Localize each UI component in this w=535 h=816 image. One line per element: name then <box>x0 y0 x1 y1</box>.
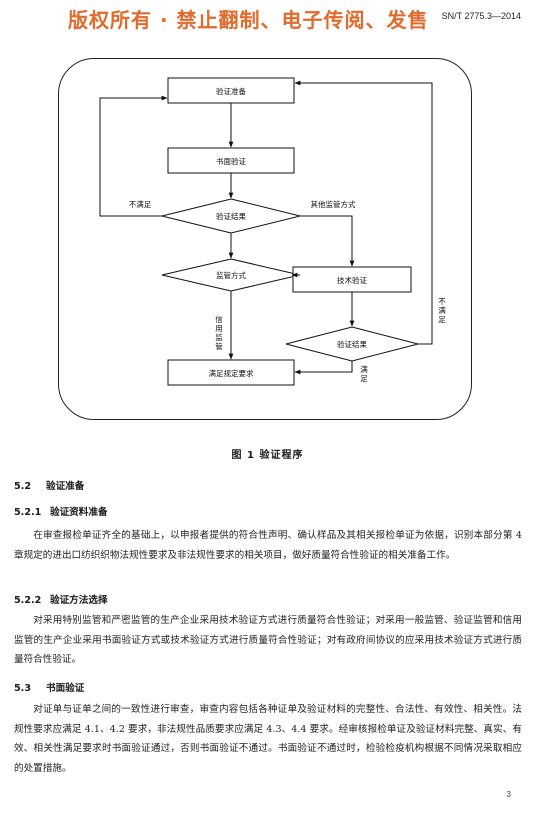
section-5-2-1-heading: 5.2.1 验证资料准备 <box>14 504 108 518</box>
node-result1-label: 验证结果 <box>216 211 246 221</box>
document-number: SN/T 2775.3—2014 <box>441 11 521 21</box>
section-5-2-2-paragraph: 对采用特别监管和严密监管的生产企业采用技术验证方式进行质量符合性验证；对采用一般… <box>14 615 522 665</box>
node-verification-prep-label: 验证准备 <box>216 86 246 96</box>
node-verification-prep-box <box>167 77 295 104</box>
node-meet-requirements-box <box>167 359 295 386</box>
figure-frame <box>58 58 472 420</box>
section-number: 5.2 <box>14 481 31 492</box>
node-supervision-label: 监管方式 <box>216 270 246 280</box>
section-5-2-1-paragraph: 在审查报检单证齐全的基础上，以申报者提供的符合性声明、确认样品及其相关报检单证为… <box>14 530 522 561</box>
section-5-2-heading: 5.2 验证准备 <box>14 478 84 492</box>
node-technical-check-label: 技术验证 <box>337 275 367 285</box>
edge-label-credit-supervision: 信用监管 <box>215 314 223 351</box>
edge-label-not-satisfied-left: 不满足 <box>129 199 152 209</box>
section-5-3-heading: 5.3 书面验证 <box>14 680 84 694</box>
edge-label-not-satisfied-right: 不满足 <box>438 297 446 324</box>
section-title: 书面验证 <box>46 683 85 694</box>
node-document-check-label: 书面验证 <box>216 156 246 166</box>
section-title: 验证资料准备 <box>50 507 108 518</box>
section-number: 5.2.2 <box>14 595 42 606</box>
edge-label-satisfied: 满足 <box>360 364 368 383</box>
section-5-2-2-heading: 5.2.2 验证方法选择 <box>14 592 108 606</box>
edge-result1-not-satisfied <box>99 95 168 217</box>
section-title: 验证准备 <box>46 481 85 492</box>
section-number: 5.3 <box>14 683 31 694</box>
edge-label-other-supervision: 其他监管方式 <box>311 199 356 209</box>
copyright-watermark: 版权所有 · 禁止翻制、电子传阅、发售 <box>68 8 429 32</box>
verification-flowchart: 验证准备 书面验证 验证结果 监管方式 技术验证 验证结果 满足规定要求 不满足… <box>99 77 446 386</box>
node-result2-label: 验证结果 <box>337 339 367 349</box>
section-number: 5.2.1 <box>14 507 42 518</box>
node-document-check-box <box>167 147 295 174</box>
figure-caption: 图 1 验证程序 <box>231 450 304 461</box>
node-meet-requirements-label: 满足规定要求 <box>209 368 254 378</box>
edge-result1-other-supervision <box>300 215 355 267</box>
edge-result2-not-satisfied <box>294 80 433 345</box>
section-title: 验证方法选择 <box>50 595 108 606</box>
section-5-3-paragraph: 对证单与证单之间的一致性进行审查，审查内容包括各种证单及验证材料的完整性、合法性… <box>14 704 522 774</box>
page-number: 3 <box>506 790 511 799</box>
edge-result2-satisfied <box>294 361 353 375</box>
